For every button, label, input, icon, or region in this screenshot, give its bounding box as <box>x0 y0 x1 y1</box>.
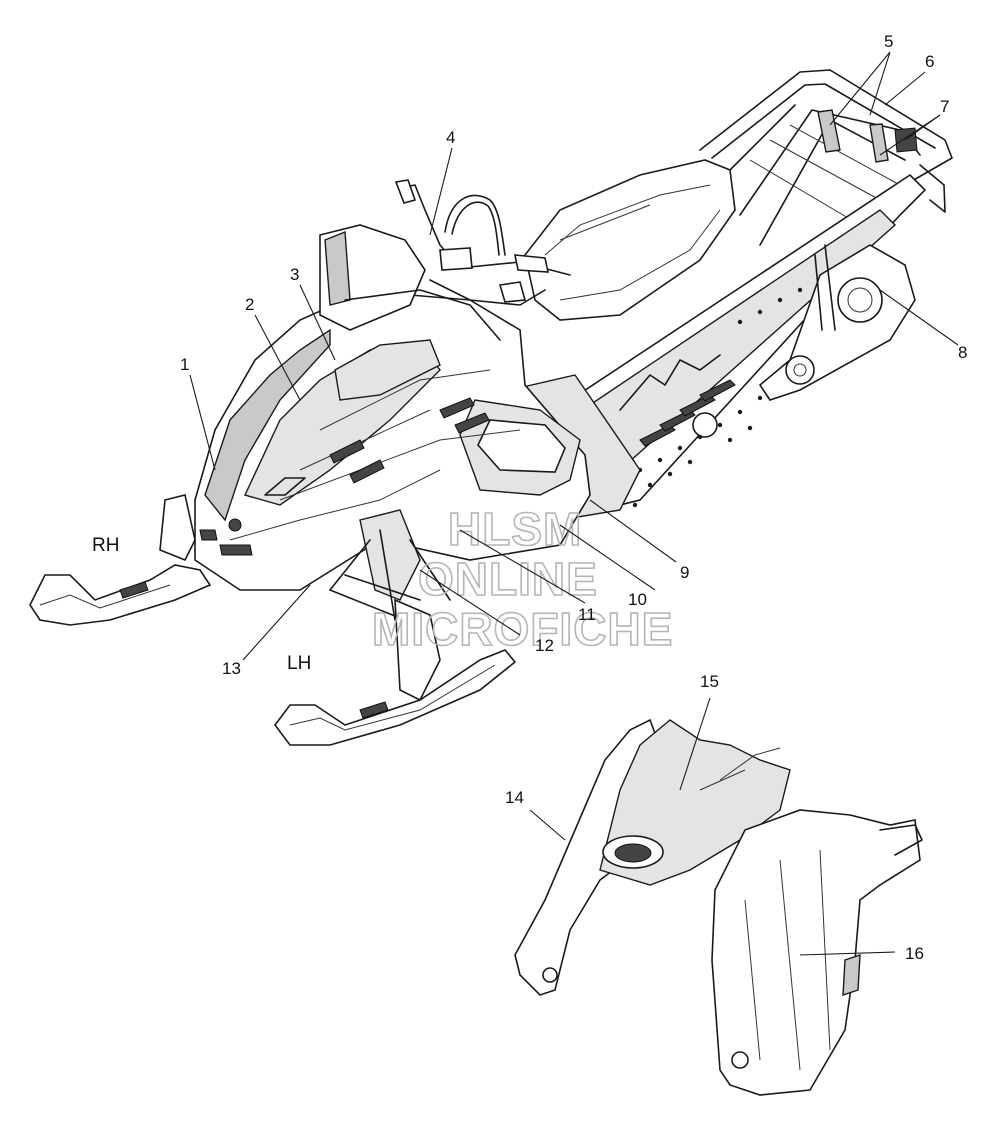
hood-body <box>194 294 591 591</box>
callout-7: 7 <box>940 97 949 116</box>
skis <box>29 564 517 746</box>
snowmobile-illustration <box>29 69 953 746</box>
front-suspension <box>159 494 451 702</box>
callout-labels: 1 2 3 4 5 6 7 8 9 10 11 12 13 14 15 16 R… <box>92 32 967 963</box>
callout-8: 8 <box>958 343 967 362</box>
windshield <box>319 224 501 401</box>
callout-14: 14 <box>505 788 524 807</box>
callout-13: 13 <box>222 659 241 678</box>
callout-9: 9 <box>680 563 689 582</box>
seat <box>524 159 736 321</box>
callout-16: 16 <box>905 944 924 963</box>
callout-3: 3 <box>290 265 299 284</box>
watermark-line-3: MICROFICHE <box>372 603 673 655</box>
callout-6: 6 <box>925 52 934 71</box>
callout-15: 15 <box>700 672 719 691</box>
rear-rack <box>699 69 953 246</box>
callout-4: 4 <box>446 128 455 147</box>
watermark: HLSM ONLINE MICROFICHE <box>371 502 673 656</box>
leader-lines <box>189 51 959 956</box>
callout-1: 1 <box>180 355 189 374</box>
panel-16 <box>711 809 921 1096</box>
watermark-line-1: HLSM <box>448 503 582 555</box>
watermark-line-2: ONLINE <box>418 553 598 605</box>
callout-2: 2 <box>245 295 254 314</box>
handlebar <box>394 179 571 306</box>
callout-12: 12 <box>535 636 554 655</box>
callout-10: 10 <box>628 590 647 609</box>
tunnel-and-track <box>539 173 927 521</box>
side-label-left: LH <box>287 653 311 674</box>
callout-11: 11 <box>578 605 596 624</box>
side-panel-assembly <box>514 718 923 1096</box>
side-label-right: RH <box>92 535 119 556</box>
callout-5: 5 <box>884 32 893 51</box>
